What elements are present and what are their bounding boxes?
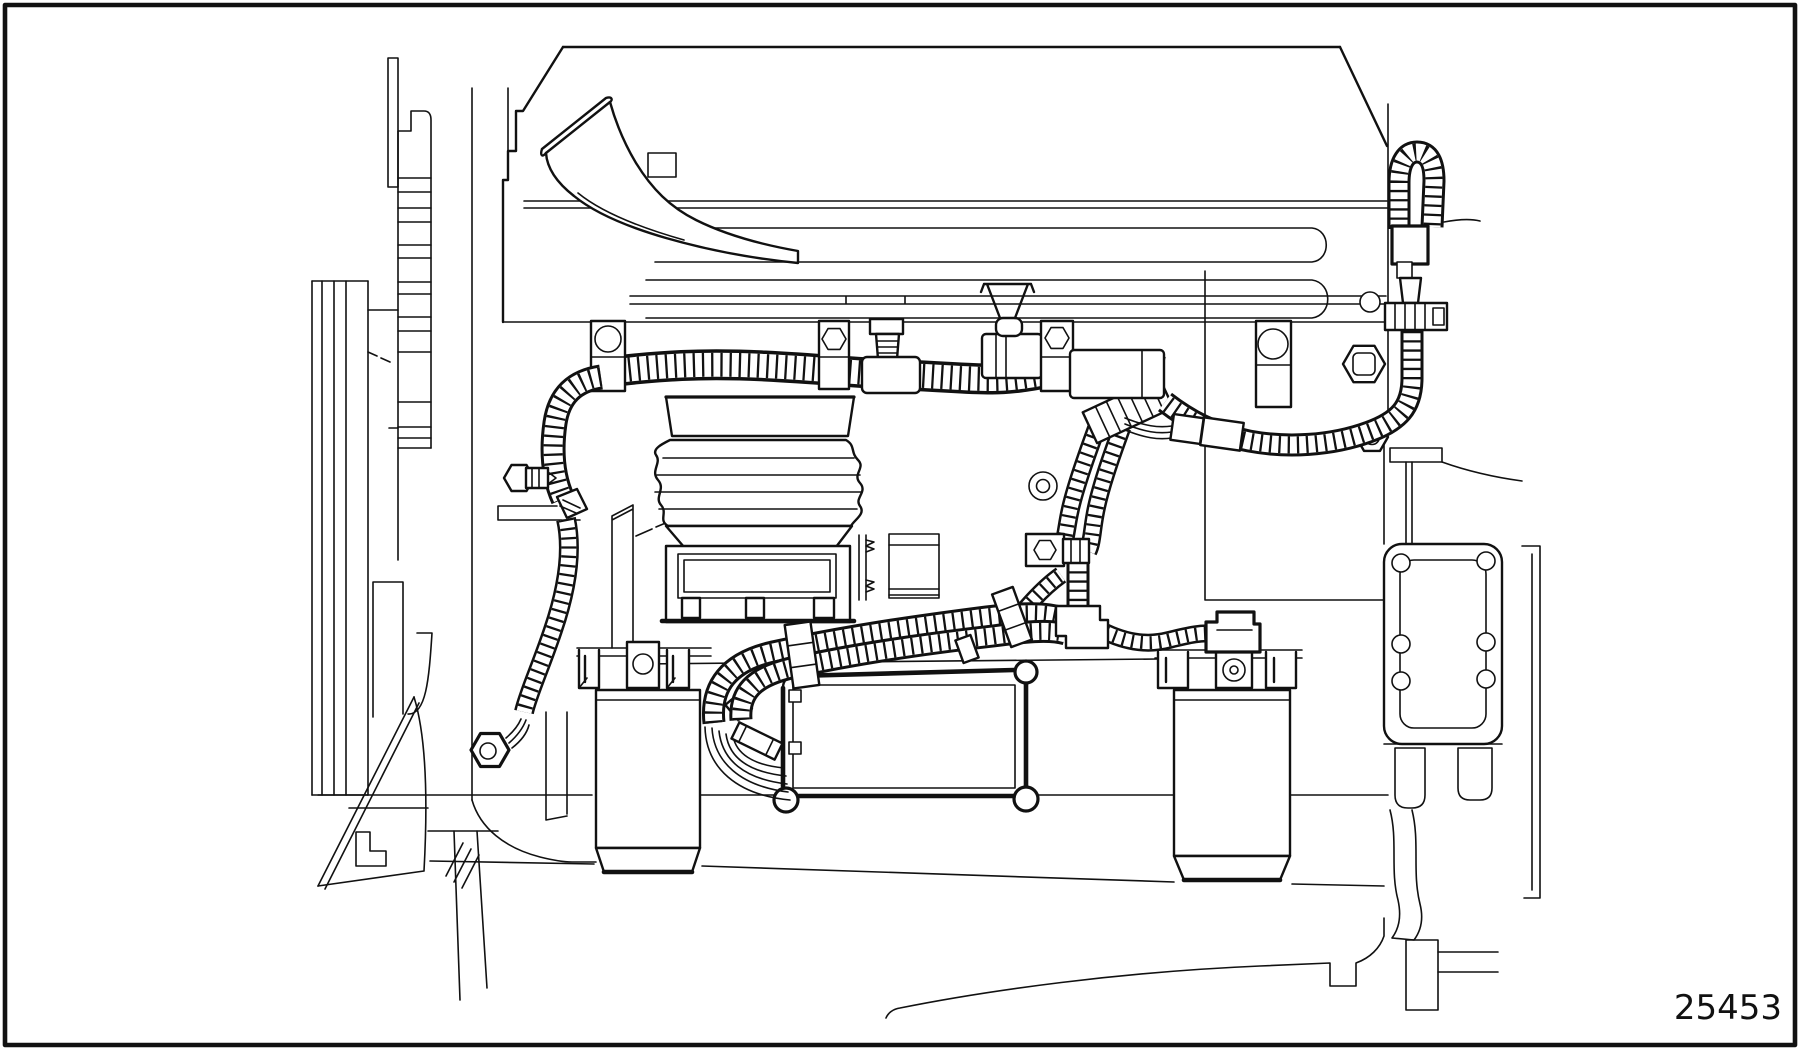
ecm-module [659, 533, 940, 624]
harness-clamp-lower-mid [990, 585, 1034, 649]
harness-inline-connector [1199, 416, 1245, 452]
injector-sensor-fitting [979, 282, 1044, 380]
harness-junction-housing [1068, 348, 1166, 400]
block-sensor-plug [502, 463, 557, 493]
harness-end-connector [469, 731, 511, 769]
air-compressor-bellows [653, 395, 864, 549]
engine-block-outline [317, 45, 1541, 1019]
harness-clamp-lower-left [783, 620, 821, 690]
fuel-filter-left [576, 640, 712, 875]
harness-tee-fitting [860, 317, 922, 395]
dipstick-post [611, 504, 634, 649]
wiring-harness [469, 152, 1449, 801]
harness-strap-clamp [730, 721, 784, 761]
left-gear-train [311, 57, 499, 1001]
air-intake-horn [540, 96, 800, 265]
harness-clamp-3 [1039, 319, 1075, 393]
figure-number-label: 25453 [1673, 988, 1782, 1028]
harness-clamp-2 [817, 319, 851, 391]
exhaust-flange-plate [1382, 429, 1504, 809]
access-cover-panel [772, 659, 1040, 814]
harness-clamp-lower-small [954, 633, 980, 665]
harness-drop-wires [505, 718, 530, 749]
harness-inline-connector [1169, 412, 1205, 446]
block-boss-circle-inner [1035, 478, 1051, 494]
block-boss-circle [1028, 471, 1058, 501]
harness-clamp-4 [1254, 319, 1293, 409]
harness-drop-union [555, 487, 589, 520]
harness-top-connector [1383, 224, 1449, 332]
harness-lower-junction [1054, 604, 1110, 650]
fuel-filter-right [1154, 649, 1303, 883]
filter-connector-block [1204, 610, 1262, 654]
harness-y-bottom-clamp [1024, 532, 1091, 568]
